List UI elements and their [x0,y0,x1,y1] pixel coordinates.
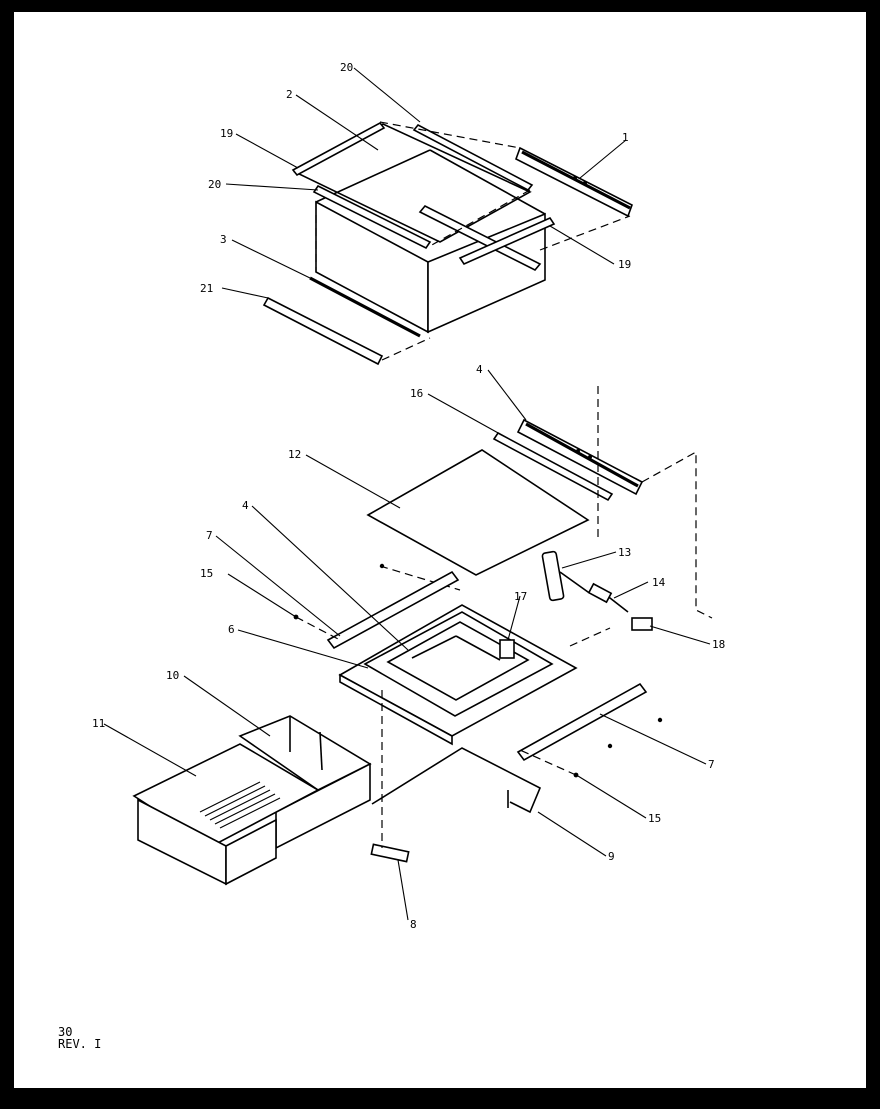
callout-9: 9 [608,850,615,863]
drawer-grille [199,781,281,829]
part-8-clip [370,843,410,863]
page-number: 30 [58,1025,73,1039]
part-21-bottom-rail [262,296,384,366]
part-19-left-rail [291,121,386,177]
revision-label: REV. I [58,1037,102,1051]
callout-10: 10 [166,669,179,682]
part-20-top-rail [412,123,534,192]
part-18-connector [631,617,653,631]
lower-crisper-frame-assembly [132,386,713,886]
part-12-glass-shelf [366,449,590,576]
part-13-damper-handle [541,550,565,602]
callout-18: 18 [712,638,725,651]
callout-12: 12 [288,448,301,461]
callout-19-left: 19 [220,127,233,140]
callout-19-right: 19 [618,258,631,271]
part-9-drawer-support [371,747,542,814]
callout-4: 4 [242,499,249,512]
upper-crisper-cover-assembly [262,121,633,366]
callout-2: 2 [286,88,293,101]
callout-15-right: 15 [648,812,661,825]
callout-8: 8 [410,918,417,931]
callout-20-mid: 20 [208,178,221,191]
callout-17: 17 [514,590,527,603]
callout-5: 4 [476,363,483,376]
callout-6: 6 [228,623,235,636]
callout-7-right: 7 [708,758,715,771]
callout-1: 1 [622,131,629,144]
part-16-rear-rail [492,431,614,502]
part-7-right-support [516,682,648,762]
part-4-tray [386,621,530,701]
callout-20-top: 20 [340,61,353,74]
part-7-left-support [326,570,460,650]
callout-21: 21 [200,282,213,295]
callout-3: 3 [220,233,227,246]
callout-7-left: 7 [206,529,213,542]
callout-13: 13 [618,546,631,559]
callout-15-left: 15 [200,567,213,580]
callout-leaders [103,67,711,921]
part-17-bracket [499,639,515,659]
part-19-right-rail [418,204,542,272]
callout-numbers: 20 2 19 1 20 3 19 21 4 16 12 4 7 13 15 1… [92,61,725,931]
callout-16: 16 [410,387,423,400]
callout-14: 14 [652,576,666,589]
callout-11: 11 [92,717,105,730]
